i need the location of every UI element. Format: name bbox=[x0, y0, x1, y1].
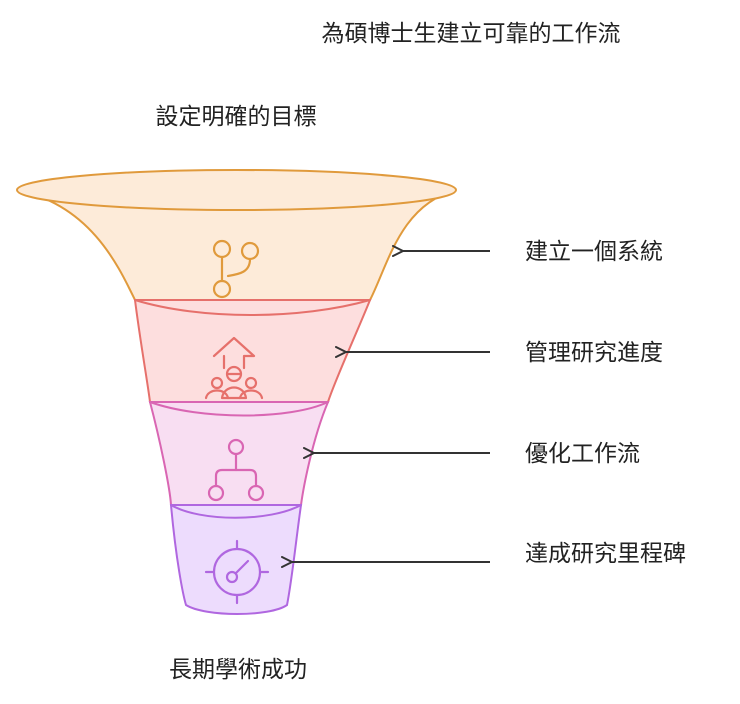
bottom-outcome-label: 長期學術成功 bbox=[169, 657, 307, 683]
diagram-title: 為碩博士生建立可靠的工作流 bbox=[322, 21, 621, 47]
funnel-stage-1 bbox=[16, 169, 457, 301]
funnel-stage-4 bbox=[169, 504, 303, 615]
target-gauge-icon bbox=[204, 539, 270, 605]
funnel-stage-2 bbox=[133, 299, 372, 403]
stage-arrows bbox=[281, 245, 490, 568]
stage-4-label: 達成研究里程碑 bbox=[525, 541, 686, 567]
funnel-stage-3 bbox=[148, 401, 330, 506]
stage-3-label: 優化工作流 bbox=[525, 441, 640, 467]
top-goal-label: 設定明確的目標 bbox=[156, 104, 317, 130]
stage-1-label: 建立一個系統 bbox=[525, 239, 663, 265]
git-branch-icon bbox=[212, 239, 260, 299]
hierarchy-icon bbox=[207, 438, 265, 502]
stage-2-label: 管理研究進度 bbox=[525, 340, 663, 366]
team-growth-icon bbox=[204, 336, 264, 400]
